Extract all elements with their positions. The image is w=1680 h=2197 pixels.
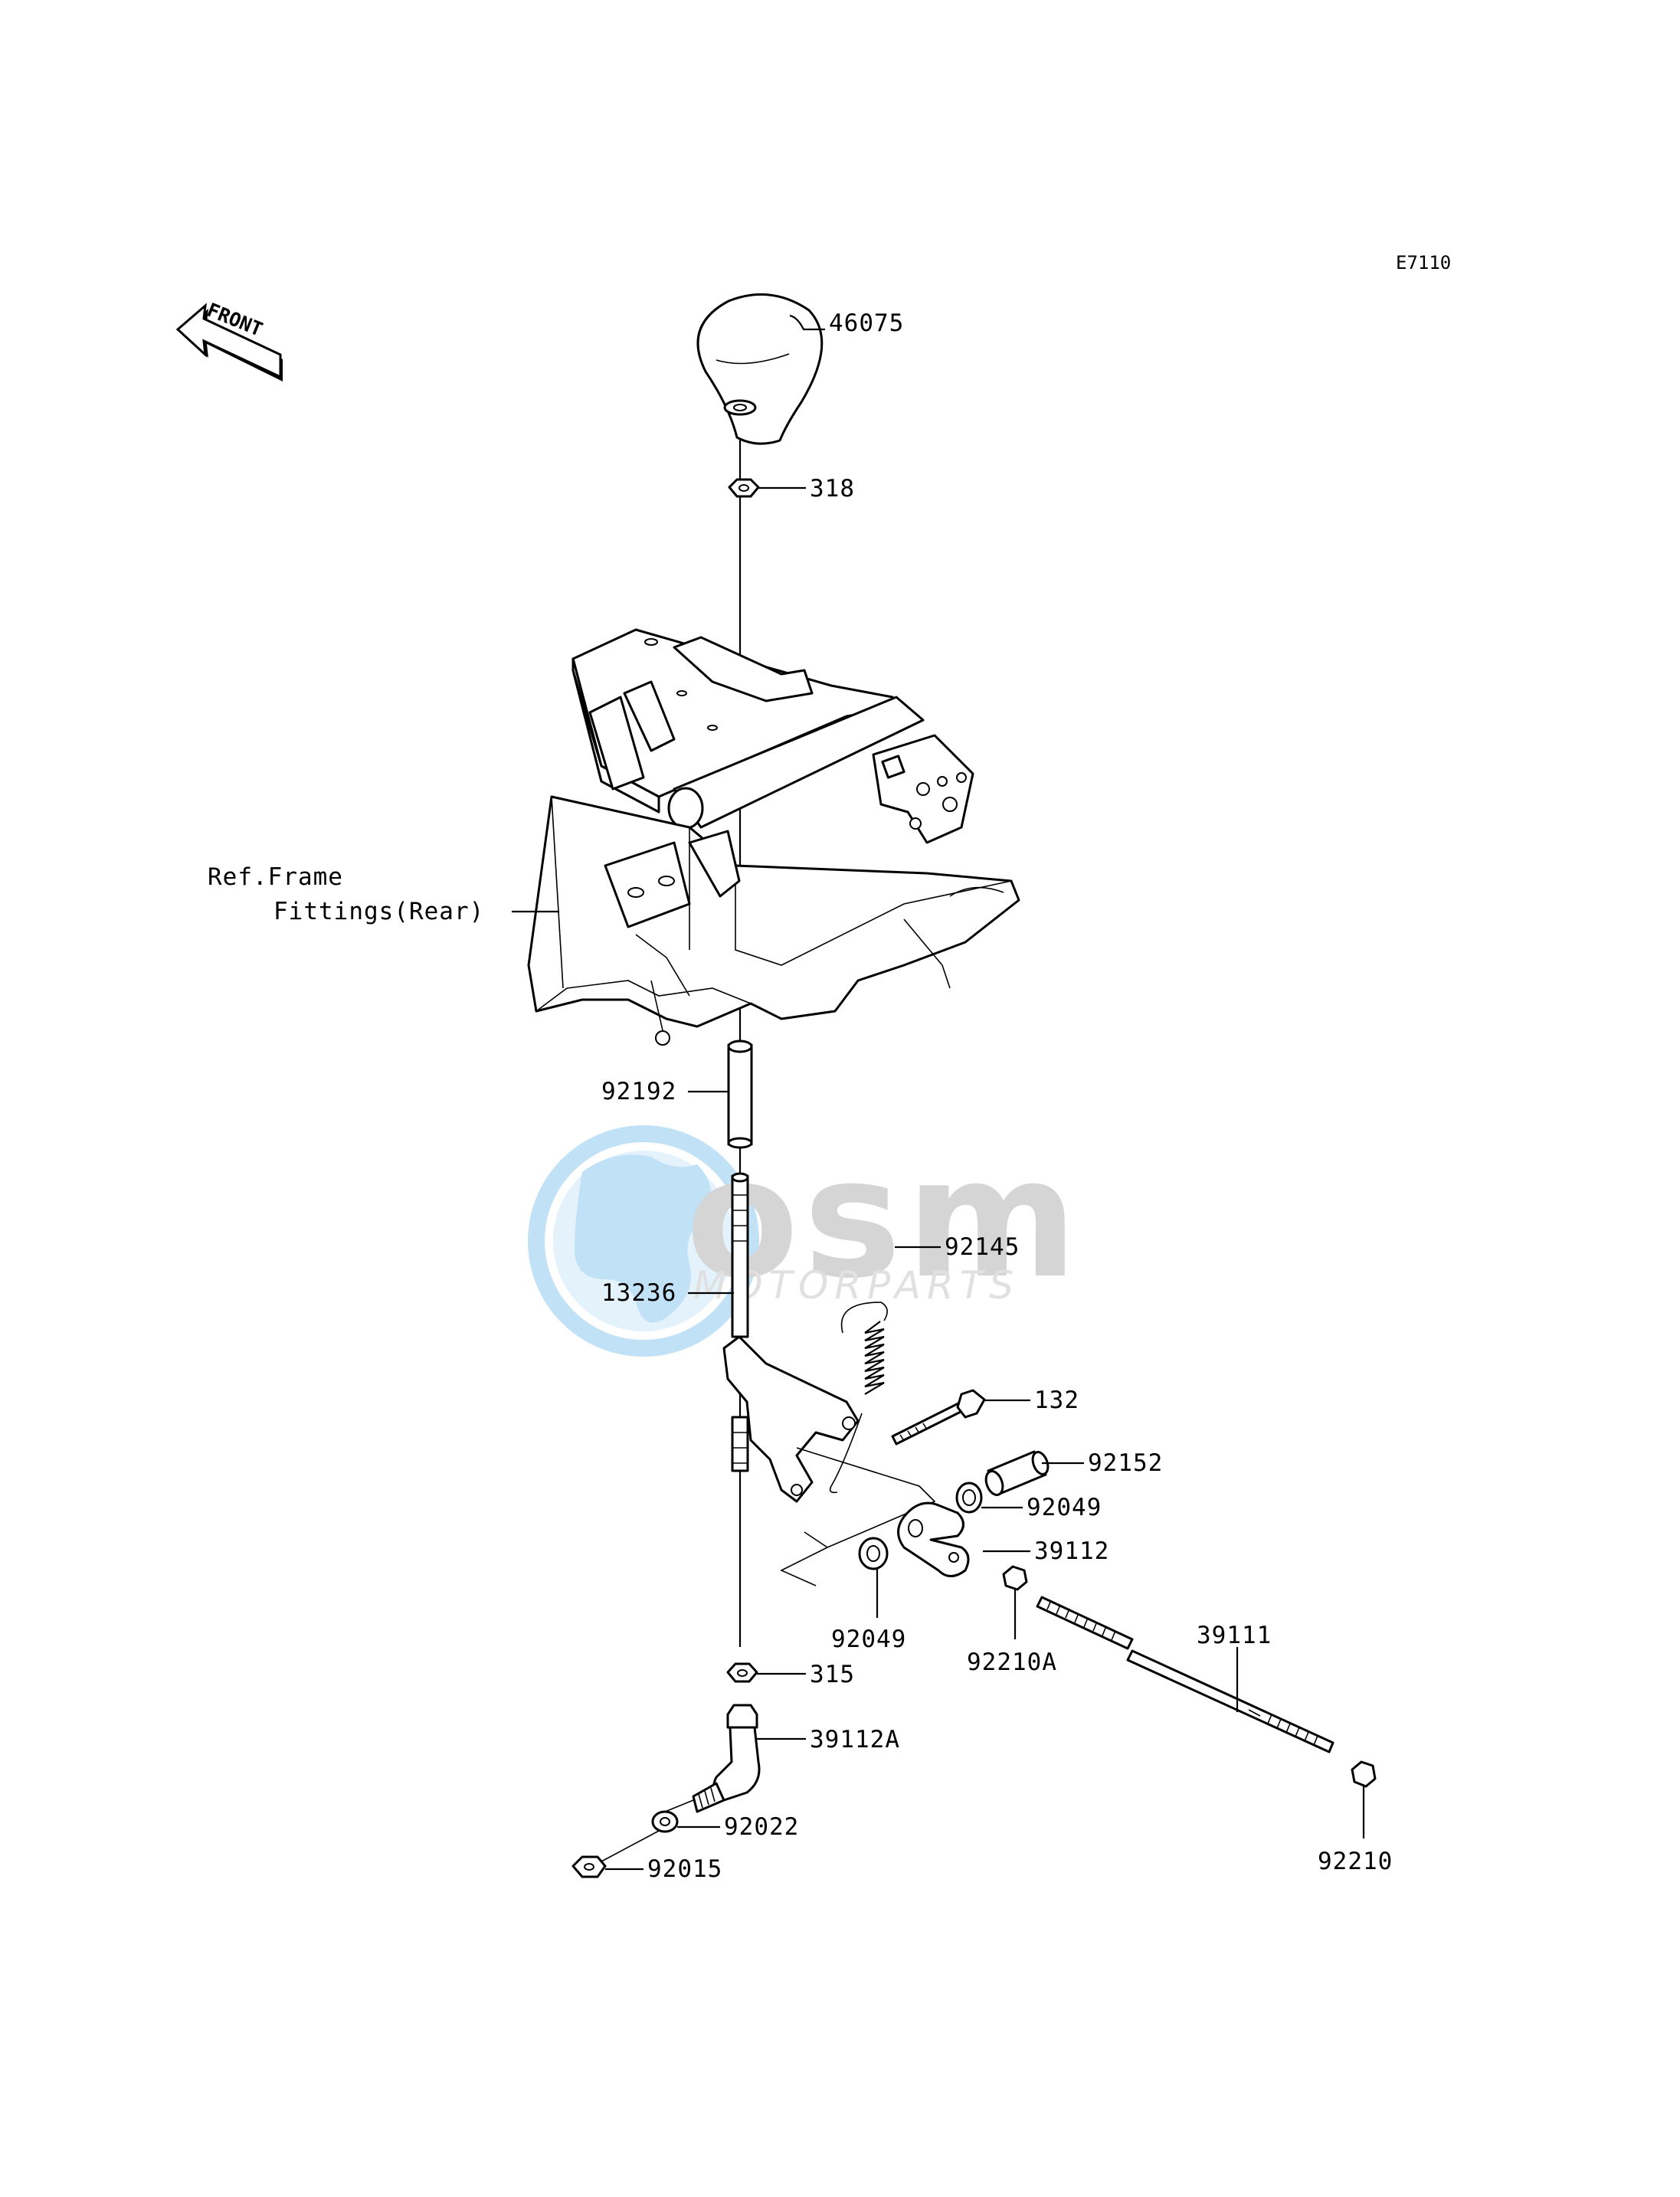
part-label-13236[interactable]: 13236 (601, 1279, 676, 1307)
washer-92022 (651, 1810, 679, 1833)
nut-92210 (1351, 1760, 1377, 1788)
globe-logo-icon (528, 1125, 759, 1357)
part-label-92210[interactable]: 92210 (1318, 1848, 1393, 1875)
part-label-92145[interactable]: 92145 (945, 1233, 1020, 1261)
part-label-39111[interactable]: 39111 (1197, 1622, 1272, 1649)
part-label-92049-left[interactable]: 92049 (831, 1626, 906, 1653)
watermark: osm MOTORPARTS (528, 1122, 1082, 1357)
assembly-guide-lines (601, 1799, 694, 1862)
shift-lever-13236 (722, 1172, 860, 1503)
diagram-code: E7110 (1396, 252, 1451, 273)
bolt-132 (891, 1389, 986, 1446)
mounting-plate-outline (780, 1447, 936, 1586)
part-label-39112A[interactable]: 39112A (810, 1726, 900, 1753)
part-label-46075[interactable]: 46075 (829, 309, 904, 337)
reference-label-line1[interactable]: Ref.Frame (208, 863, 343, 891)
collar-92192 (727, 1040, 753, 1149)
joint-39112A (692, 1704, 761, 1813)
nut-92210A (1002, 1565, 1028, 1591)
part-label-39112[interactable]: 39112 (1034, 1537, 1109, 1565)
part-label-318[interactable]: 318 (810, 475, 855, 503)
reference-frame-fittings (527, 628, 1020, 1046)
part-label-92192[interactable]: 92192 (601, 1078, 676, 1105)
rod-39111 (1036, 1596, 1335, 1753)
watermark-logo-text: osm (686, 1122, 1082, 1315)
reference-label-line2[interactable]: Fittings(Rear) (273, 898, 484, 925)
part-label-92049-right[interactable]: 92049 (1027, 1494, 1102, 1521)
part-label-92210A[interactable]: 92210A (967, 1649, 1057, 1676)
joint-39112 (897, 1501, 970, 1577)
part-label-92015[interactable]: 92015 (647, 1855, 722, 1883)
part-label-132[interactable]: 132 (1034, 1387, 1079, 1414)
nut-315 (726, 1662, 758, 1683)
part-label-315[interactable]: 315 (810, 1661, 855, 1688)
front-direction-arrow-icon: FRONT (175, 299, 283, 381)
part-label-92152[interactable]: 92152 (1088, 1449, 1163, 1477)
nut-318 (728, 478, 760, 498)
spring-92145 (829, 1302, 888, 1494)
washer-92049-right (955, 1482, 983, 1514)
washer-92049-left (858, 1537, 889, 1570)
pipe-92152 (984, 1450, 1050, 1496)
nut-92015 (571, 1855, 607, 1878)
shift-knob (696, 293, 824, 445)
part-label-92022[interactable]: 92022 (724, 1813, 799, 1841)
